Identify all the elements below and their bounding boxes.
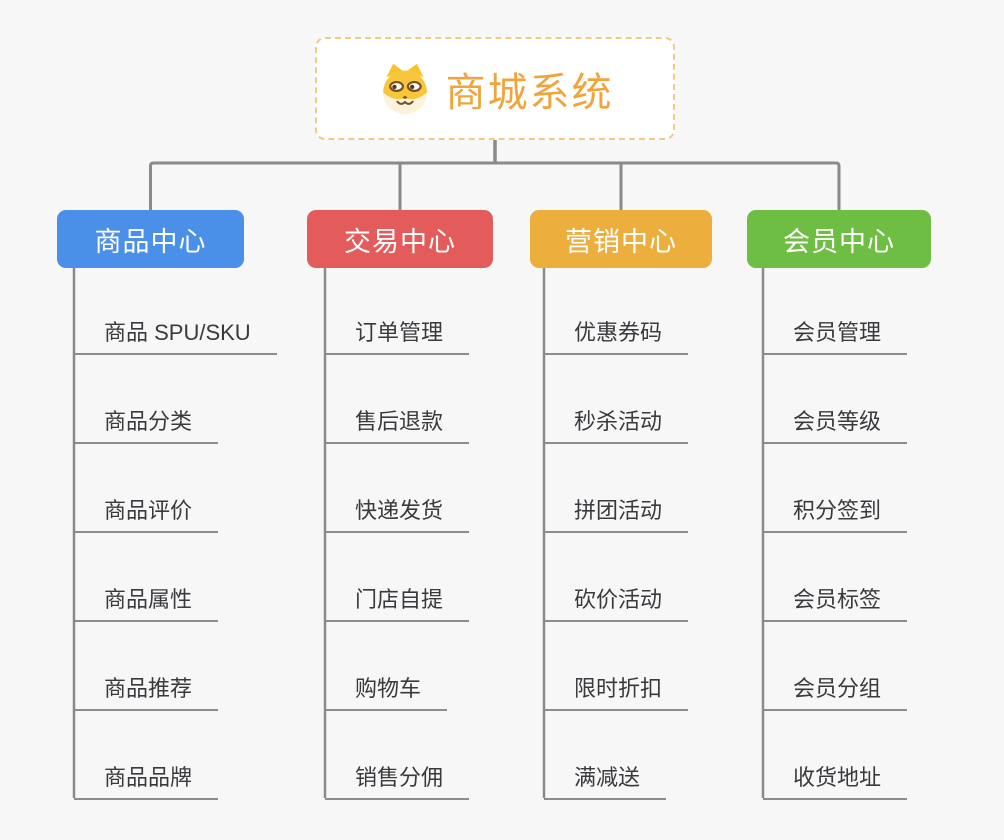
mindmap-item[interactable]: 购物车 [325, 675, 448, 711]
branch-node-product-center[interactable]: 商品中心 [57, 210, 244, 268]
mindmap-item[interactable]: 会员分组 [763, 675, 908, 711]
mindmap-item[interactable]: 快递发货 [325, 497, 470, 533]
mindmap-item[interactable]: 满减送 [544, 764, 667, 800]
mindmap-item[interactable]: 门店自提 [325, 586, 470, 622]
mindmap-item[interactable]: 会员管理 [763, 319, 908, 355]
mindmap-item[interactable]: 商品品牌 [74, 764, 219, 800]
mindmap-item[interactable]: 拼团活动 [544, 497, 689, 533]
dog-face-icon [382, 63, 427, 114]
mindmap-item[interactable]: 商品属性 [74, 586, 219, 622]
mindmap-item[interactable]: 收货地址 [763, 764, 908, 800]
root-title: 商城系统 [445, 70, 614, 115]
mindmap-item[interactable]: 订单管理 [325, 319, 470, 355]
mindmap-item[interactable]: 商品推荐 [74, 675, 219, 711]
mindmap-item[interactable]: 积分签到 [763, 497, 908, 533]
mindmap-item[interactable]: 销售分佣 [325, 764, 470, 800]
mindmap-item[interactable]: 会员等级 [763, 408, 908, 444]
mindmap-item[interactable]: 限时折扣 [544, 675, 689, 711]
mindmap-item[interactable]: 商品分类 [74, 408, 219, 444]
mindmap-item[interactable]: 优惠券码 [544, 319, 689, 355]
mindmap-item[interactable]: 售后退款 [325, 408, 470, 444]
mindmap-item[interactable]: 商品评价 [74, 497, 219, 533]
branch-node-trade-center[interactable]: 交易中心 [307, 210, 493, 268]
branch-node-member-center[interactable]: 会员中心 [747, 210, 931, 268]
mindmap-item[interactable]: 会员标签 [763, 586, 908, 622]
mindmap-item[interactable]: 商品 SPU/SKU [74, 319, 277, 355]
branch-node-marketing-center[interactable]: 营销中心 [530, 210, 712, 268]
mindmap-item[interactable]: 砍价活动 [544, 586, 689, 622]
mindmap-item[interactable]: 秒杀活动 [544, 408, 689, 444]
root-node-mall-system[interactable]: 商城系统 [315, 37, 675, 140]
